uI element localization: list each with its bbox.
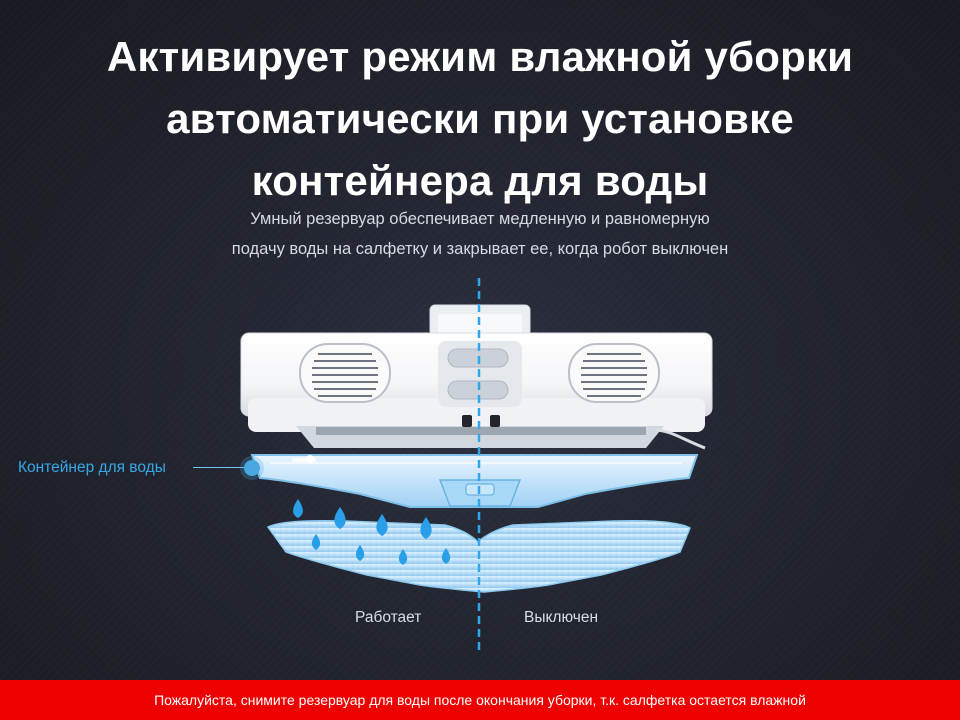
description-line-1: Умный резервуар обеспечивает медленную и… bbox=[250, 210, 710, 228]
headline-line-3: контейнера для воды bbox=[251, 157, 709, 204]
robot-body bbox=[240, 304, 713, 450]
headline: Активирует режим влажной уборки автомати… bbox=[0, 26, 960, 212]
right-vent bbox=[568, 343, 660, 403]
water-tank bbox=[250, 454, 699, 508]
off-label: Выключен bbox=[524, 609, 599, 626]
robot-water-tank-illustration bbox=[240, 278, 713, 650]
footer-warning-bar: Пожалуйста, снимите резервуар для воды п… bbox=[0, 680, 960, 720]
water-tank-leader-line bbox=[193, 467, 245, 468]
water-tank-marker-icon bbox=[244, 460, 260, 476]
working-label: Работает bbox=[355, 609, 422, 626]
water-drops bbox=[293, 499, 451, 565]
description-line-2: подачу воды на салфетку и закрывает ее, … bbox=[231, 240, 729, 258]
headline-line-2: автоматически при установке bbox=[166, 95, 794, 142]
water-tank-label: Контейнер для воды bbox=[18, 459, 166, 476]
footer-warning-text: Пожалуйста, снимите резервуар для воды п… bbox=[154, 692, 806, 708]
left-vent bbox=[299, 343, 391, 403]
headline-line-1: Активирует режим влажной уборки bbox=[106, 33, 854, 80]
